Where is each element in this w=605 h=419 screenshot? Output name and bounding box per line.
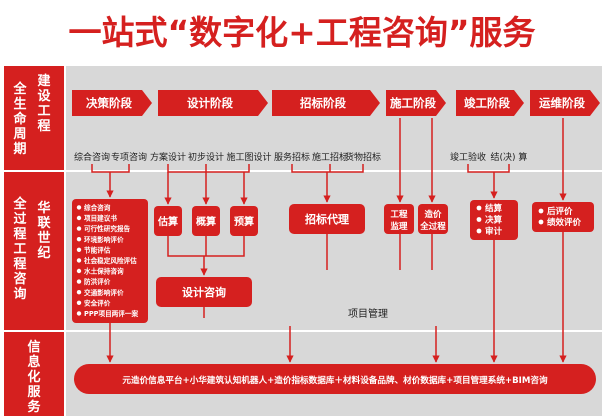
page-title: 一站式“数字化+工程咨询”服务 [68,13,535,52]
phase-item-1: 专项咨询 [111,151,147,163]
decision-item-10: PPP项目两评一案 [84,309,138,318]
decision-bullet-2 [76,226,82,231]
construction-box-label-1-b: 全过程 [419,221,446,232]
row-label-lifecycle-a: 全生命周期 [12,81,27,157]
construction-box-label-0-a: 工程 [390,209,408,220]
design-box-0 [154,206,182,236]
phase-label-4: 竣工阶段 [464,96,510,110]
design-box-label-0: 估算 [157,215,178,228]
decision-item-7: 防洪评价 [84,277,111,286]
phase-item-4: 施工图设计 [226,151,271,163]
phase-label-2: 招标阶段 [300,96,346,110]
decision-bullet-8 [76,290,82,295]
completion-list-box [470,200,518,240]
phase-arrow-5 [530,90,600,116]
phase-item-5: 服务招标 [274,151,310,163]
decision-list: 综合咨询项目建议书可行性研究报告环境影响评价节能评估社会稳定风险评估水土保持咨询… [76,203,138,318]
phase-label-0: 决策阶段 [86,96,132,110]
decision-list-box [72,199,148,323]
completion-item-0: 结算 [485,203,503,214]
decision-bullet-1 [76,215,82,221]
row-label-lifecycle [4,66,64,170]
decision-bullet-0 [76,205,82,210]
completion-item-1: 决算 [485,215,503,226]
phase-arrows: 决策阶段 设计阶段 招标阶段 施工阶段 竣工阶段 运维阶段 [72,90,600,116]
construction-box-label-1-a: 造价 [424,209,442,220]
row-label-whole-process-a: 全过程工程咨询 [12,196,27,302]
decision-item-0: 综合咨询 [84,203,111,212]
decision-bullet-7 [76,279,82,284]
design-box-1 [192,206,220,236]
decision-item-6: 水土保持咨询 [84,267,124,276]
construction-box-0 [384,204,414,234]
construction-box-label-0-b: 监理 [390,221,408,232]
decision-bullet-9 [76,300,82,305]
decision-item-2: 可行性研究报告 [84,224,131,233]
phase-item-3: 初步设计 [188,151,224,163]
phase-item-2: 方案设计 [150,151,186,163]
phase-items: 综合咨询专项咨询方案设计初步设计施工图设计服务招标施工招标货物招标 竣工验收结(决… [74,151,527,163]
decision-item-5: 社会稳定风险评估 [83,256,137,265]
decision-bullet-5 [76,258,82,263]
decision-item-3: 环境影响评价 [84,235,124,244]
completion-bullet-1 [476,217,482,222]
info-service-text: 元造价信息平台+小华建筑认知机器人+造价指标数据库＋材料设备品牌、材价数据库+项… [122,374,548,386]
wire-design-top [167,164,250,173]
phase-item-7: 货物招标 [345,151,381,163]
phase-item-9: 结(决) 算 [491,151,528,163]
decision-bullet-4 [76,247,82,252]
ops-list-box [532,202,594,232]
design-consult-box [156,277,252,307]
phase-arrow-1 [158,90,268,116]
decision-item-8: 交通影响评价 [84,288,124,297]
phase-label-1: 设计阶段 [187,96,233,110]
phase-item-0: 综合咨询 [74,151,110,163]
whole-process-panel [66,172,602,330]
row-label-info-service [4,332,64,416]
decision-item-4: 节能评估 [84,245,111,254]
design-consult-label: 设计咨询 [182,285,226,299]
phase-arrow-3 [386,90,446,116]
completion-bullet-2 [476,228,482,234]
tender-agency-label: 招标代理 [305,212,349,226]
decision-item-9: 安全评价 [84,298,111,307]
ops-bullet-0 [538,208,544,214]
design-box-label-1: 概算 [196,215,216,228]
phase-label-3: 施工阶段 [390,96,436,110]
row-label-whole-process-b: 华联世纪 [37,200,50,261]
decision-item-1: 项目建议书 [84,214,117,223]
row-label-whole-process [4,172,64,330]
wire-completion-top [467,164,510,173]
construction-box-1 [418,204,448,234]
phase-arrow-2 [272,90,380,116]
connectors [91,118,567,363]
phase-arrow-4 [456,90,524,116]
phase-arrow-0 [72,90,152,116]
ops-item-1: 绩效评价 [547,217,582,228]
row-label-lifecycle-b: 建设工程 [37,73,51,134]
row-label-info-service-a: 信息化服务 [27,339,41,415]
tender-agency-box [289,204,365,234]
project-management-label: 项目管理 [348,307,388,320]
ops-item-0: 后评价 [547,206,573,217]
completion-bullet-0 [476,205,482,211]
design-boxes: 估算 概算 预算 [154,206,258,236]
decision-bullet-10 [76,311,82,316]
design-box-label-2: 预算 [234,215,254,228]
lifecycle-panel [66,66,602,170]
phase-label-5: 运维阶段 [539,96,585,110]
phase-item-8: 竣工验收 [450,151,486,163]
completion-item-2: 审计 [485,226,503,237]
decision-bullet-3 [76,237,82,242]
decision-bullet-6 [76,268,82,274]
info-service-pill [74,364,596,394]
ops-bullet-1 [538,219,544,225]
design-box-2 [230,206,258,236]
phase-item-6: 施工招标 [312,151,348,163]
